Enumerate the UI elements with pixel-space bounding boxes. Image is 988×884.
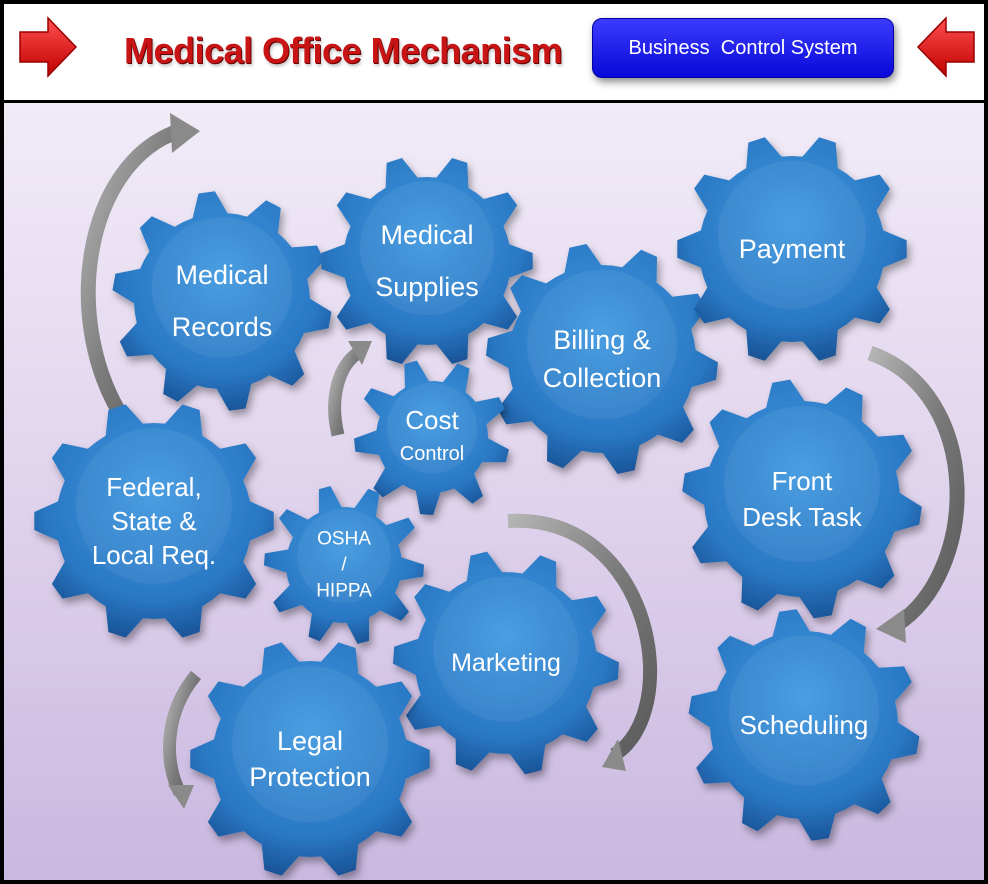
gear-label-line: Scheduling	[740, 710, 869, 740]
gear-label-line: Protection	[249, 762, 371, 792]
gear-billing-collection: Billing & Collection	[486, 244, 718, 474]
gear-label-line: Marketing	[451, 649, 561, 677]
gear-label-line: State &	[111, 506, 196, 536]
gear-highlight	[527, 269, 677, 420]
right-arrow-icon	[19, 16, 78, 78]
gear-label-line: Medical	[380, 220, 473, 250]
cycle-arrow-records	[80, 113, 200, 428]
page-title: Medical Office Mechanism	[124, 30, 563, 71]
gear-highlight	[724, 406, 880, 562]
cycle-arrow-cost	[328, 341, 372, 437]
gear-label-line: Control	[400, 443, 464, 465]
gear-label-line: /	[341, 555, 347, 576]
gear-highlight	[729, 635, 879, 786]
gear-shape	[354, 360, 509, 515]
gear-highlight	[433, 576, 579, 722]
gear-label-line: Local Req.	[92, 540, 216, 570]
gear-label-line: Cost	[405, 405, 459, 435]
business-control-system-button[interactable]: Business Control System	[592, 18, 894, 78]
gear-shape	[264, 486, 424, 644]
gear-shape	[190, 642, 430, 876]
gear-label-line: Payment	[739, 234, 846, 264]
gear-label-line: HIPPA	[316, 581, 372, 602]
gear-scheduling: Scheduling	[688, 609, 920, 841]
gear-label-line: Federal,	[106, 472, 201, 502]
gear-shape	[682, 379, 922, 619]
gear-payment: Payment	[677, 137, 907, 361]
gear-highlight	[386, 383, 478, 474]
gear-label-line: Supplies	[375, 272, 479, 302]
header-bar: Medical Office Mechanism Business Contro…	[4, 4, 984, 103]
left-arrow-icon	[916, 16, 975, 78]
gear-highlight	[76, 428, 232, 584]
gear-label-line: Billing &	[553, 325, 651, 355]
cycle-arrow-payment	[867, 345, 965, 643]
gear-highlight	[151, 217, 293, 358]
gear-highlight	[297, 509, 391, 603]
gear-shape	[393, 551, 619, 775]
gear-highlight	[359, 181, 495, 316]
gear-shape	[486, 244, 718, 474]
gear-shape	[688, 609, 920, 841]
gear-label-line: Records	[172, 312, 273, 342]
gear-shape	[112, 191, 332, 411]
gear-shape	[321, 158, 533, 364]
gear-label-line: OSHA	[317, 529, 371, 550]
cycle-arrow-marketing	[507, 513, 658, 771]
gear-label-line: Collection	[543, 363, 662, 393]
gear-marketing: Marketing	[393, 551, 619, 775]
gear-label-line: Legal	[277, 726, 343, 756]
gear-highlight	[232, 666, 388, 822]
gear-shape	[34, 404, 274, 638]
cycle-arrow-legal	[162, 670, 202, 809]
gear-osha-hippa: OSHA / HIPPA	[264, 486, 424, 644]
gear-label-line: Desk Task	[742, 502, 862, 532]
gear-highlight	[717, 160, 867, 309]
gear-label-line: Medical	[175, 260, 268, 290]
gear-label-line: Front	[772, 466, 833, 496]
gear-shape	[677, 137, 907, 361]
gear-federal-state-local: Federal, State & Local Req.	[34, 404, 274, 638]
